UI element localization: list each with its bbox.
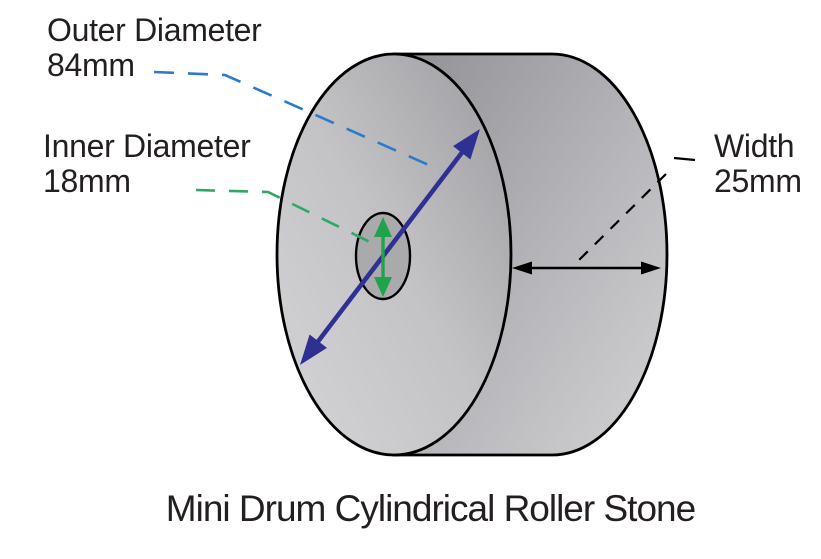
inner-diameter-arrow bbox=[374, 217, 392, 297]
width-arrow bbox=[512, 261, 661, 275]
inner-diameter-arrowhead-bottom bbox=[374, 277, 392, 297]
inner-diameter-label-value: 18mm bbox=[43, 163, 131, 199]
outer-diameter-arrow-shaft bbox=[312, 146, 468, 348]
width-label-value: 25mm bbox=[714, 163, 802, 199]
outer-diameter-arrowhead-bottom bbox=[300, 334, 327, 365]
drum bbox=[275, 52, 669, 457]
width-arrowhead-right bbox=[641, 261, 661, 275]
outer-diameter-arrowhead-top bbox=[453, 129, 480, 160]
inner-diameter-label: Inner Diameter 18mm bbox=[43, 128, 251, 199]
width-label: Width 25mm bbox=[714, 129, 802, 199]
inner-diameter-label-name: Inner Diameter bbox=[43, 128, 251, 164]
outer-diameter-label-value: 84mm bbox=[47, 47, 135, 83]
outer-diameter-leader-line bbox=[153, 70, 441, 172]
leader-lines bbox=[153, 70, 696, 263]
diagram-title: Mini Drum Cylindrical Roller Stone bbox=[165, 488, 696, 529]
outer-diameter-arrow bbox=[300, 129, 480, 365]
inner-diameter-arrowhead-top bbox=[374, 217, 392, 237]
outer-diameter-label: Outer Diameter 84mm bbox=[47, 13, 262, 83]
width-leader-tick bbox=[673, 156, 696, 162]
width-label-name: Width bbox=[714, 128, 795, 164]
inner-diameter-leader-line bbox=[195, 188, 379, 248]
outer-diameter-label-name: Outer Diameter bbox=[47, 12, 262, 48]
width-arrowhead-left bbox=[512, 261, 532, 275]
